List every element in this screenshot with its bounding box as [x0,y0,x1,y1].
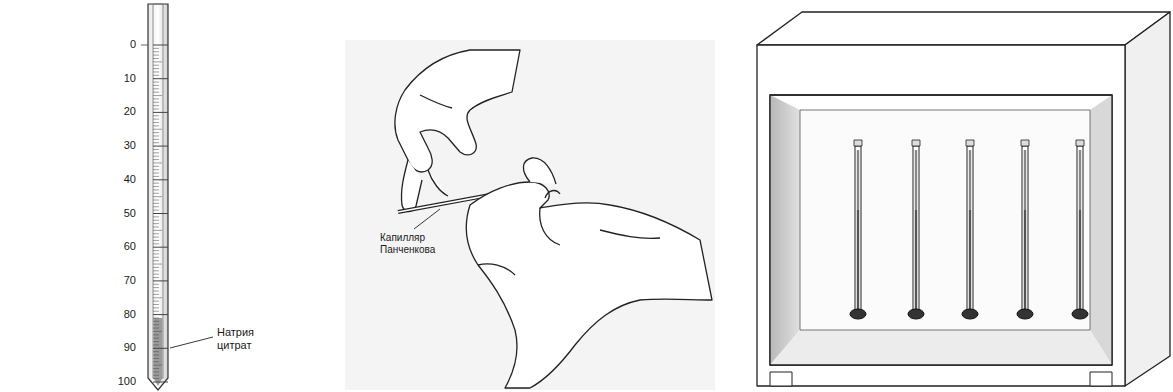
capillary-tube [141,4,168,390]
scale-number: 100 [96,375,136,388]
scale-number: 70 [96,274,136,287]
scale-number: 50 [96,207,136,220]
capillary-stand [757,12,1170,386]
hands-illustration [345,40,715,390]
scale-number: 0 [96,38,136,51]
scale-number: 40 [96,173,136,186]
leader-line [414,209,440,229]
scale-number: 80 [96,308,136,321]
part-label: Капилляр Панченкова [380,232,452,256]
part-label: Натрия цитрат [217,326,275,352]
scale-number: 20 [96,105,136,118]
leader-line [170,337,213,348]
scale-number: 10 [96,72,136,85]
scale-number: 90 [96,341,136,354]
scale-number: 60 [96,240,136,253]
scale-number: 30 [96,139,136,152]
